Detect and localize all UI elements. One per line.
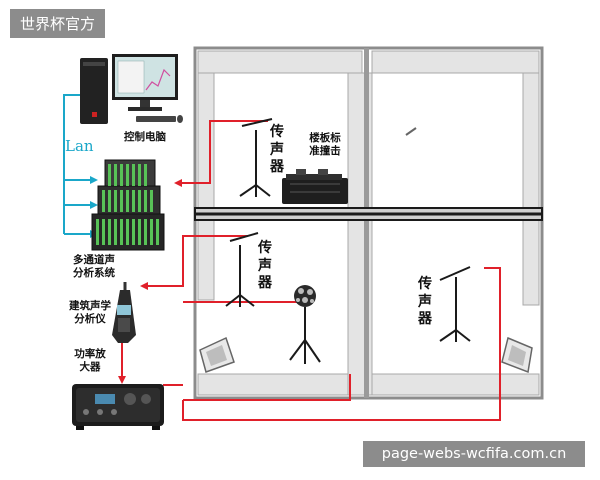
tapping-label: 楼板标 准撞击 (300, 132, 350, 158)
daq-label: 多通道声 分析系统 (62, 254, 126, 280)
brand-watermark: 世界杯官方 (10, 9, 106, 38)
mic-stand-upper-left (239, 118, 273, 197)
analyzer-label-line1: 建筑声学 (69, 300, 111, 312)
mic-small-upper-right (405, 127, 417, 136)
mic-stand-lower-left (225, 232, 259, 307)
control-pc (80, 54, 183, 124)
lan-lines (63, 91, 102, 238)
daq-rack (91, 159, 165, 251)
url-watermark: page-webs-wcfifa.com.cn (363, 441, 585, 467)
daq-label-line1: 多通道声 (73, 254, 115, 266)
room-walls (193, 46, 544, 400)
control-pc-label: 控制电脑 (124, 131, 166, 143)
amplifier-label-line2: 大器 (79, 361, 101, 374)
tapping-label-line2: 准撞击 (309, 145, 341, 158)
tapping-machine (282, 169, 348, 204)
acoustic-analyzer (112, 282, 136, 343)
amplifier-label-line1: 功率放 (74, 348, 106, 360)
mic-label-lower-left: 传声器 (258, 240, 272, 291)
power-amplifier (72, 384, 164, 430)
speaker-right (501, 336, 533, 374)
amplifier-label: 功率放 大器 (65, 348, 115, 374)
analyzer-label-line2: 分析仪 (74, 313, 106, 326)
lan-label: Lan (65, 137, 94, 155)
mic-stand-right (439, 266, 471, 342)
dodecahedron-source (289, 285, 321, 364)
mic-label-upper-left: 传声器 (270, 124, 284, 175)
speaker-left (199, 336, 235, 373)
tapping-label-line1: 楼板标 (309, 132, 341, 144)
analyzer-label: 建筑声学 分析仪 (60, 300, 120, 326)
mic-label-right: 传声器 (418, 276, 432, 327)
daq-label-line2: 分析系统 (73, 267, 115, 280)
